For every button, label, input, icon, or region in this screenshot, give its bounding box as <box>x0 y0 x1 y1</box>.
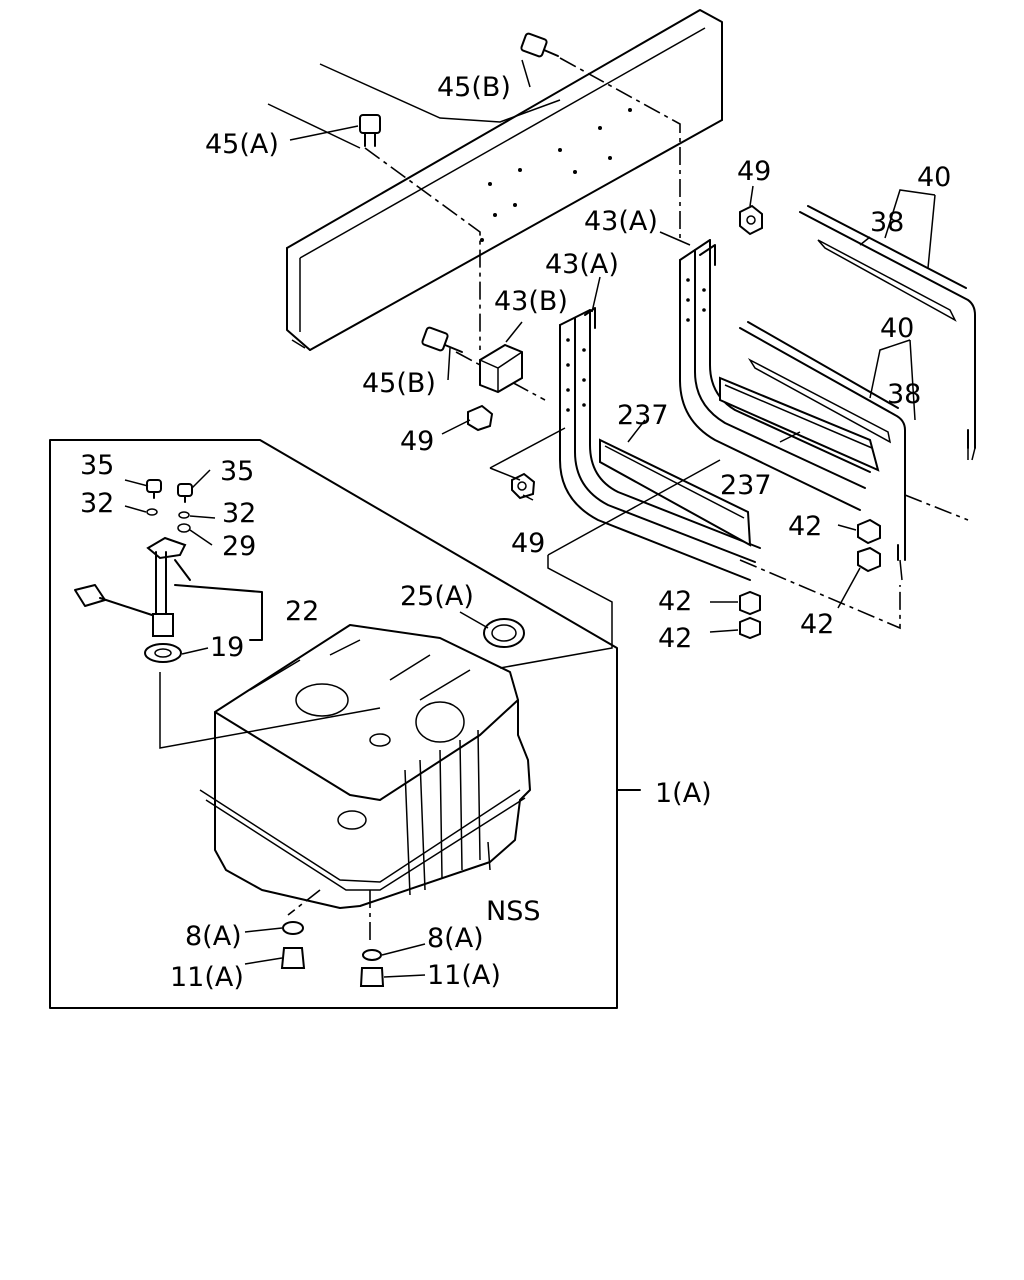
bracket-43a-front <box>559 307 761 581</box>
tank-assembly-box <box>49 439 641 1009</box>
label-8a-left: 8(A) <box>185 921 242 952</box>
label-45b-top: 45(B) <box>437 72 511 103</box>
bolt-45b-mid <box>421 326 463 353</box>
leader-lines <box>124 59 936 978</box>
nut-49-low <box>511 472 536 500</box>
label-43a-1: 43(A) <box>584 206 658 237</box>
spacer-237-rear <box>719 376 880 472</box>
bracket-43b <box>479 343 523 394</box>
label-45b-mid: 45(B) <box>362 368 436 399</box>
frame-rail <box>267 9 723 351</box>
strap-40-rear <box>799 205 976 461</box>
label-32-1: 32 <box>80 488 114 519</box>
label-45a: 45(A) <box>205 129 279 160</box>
nut-42-d <box>857 546 881 573</box>
spacer-237-front <box>599 438 752 547</box>
nut-49-mid <box>467 404 494 432</box>
label-nss: NSS <box>486 896 540 927</box>
label-40-mid: 40 <box>880 313 914 344</box>
label-1a: 1(A) <box>655 778 712 809</box>
drain-washer-8a-left <box>282 921 304 935</box>
filler-cap-25a <box>483 618 525 648</box>
label-43b: 43(B) <box>494 286 568 317</box>
nut-42-a <box>857 518 881 545</box>
label-19: 19 <box>210 632 244 663</box>
label-32-2: 32 <box>222 498 256 529</box>
drain-plug-11a-left <box>280 947 306 969</box>
label-42-2: 42 <box>658 586 692 617</box>
bolt-45a <box>359 114 381 147</box>
drain-washer-8a-right <box>362 949 382 961</box>
label-29: 29 <box>222 531 256 562</box>
label-25a: 25(A) <box>400 581 474 612</box>
label-49-low: 49 <box>511 528 545 559</box>
label-43a-2: 43(A) <box>545 249 619 280</box>
label-237-2: 237 <box>720 470 772 501</box>
label-38-top: 38 <box>870 207 904 238</box>
label-11a-left: 11(A) <box>170 962 244 993</box>
nut-42-b <box>739 590 761 616</box>
nut-42-c <box>739 616 761 640</box>
drain-plug-11a-right <box>359 967 385 987</box>
label-42-4: 42 <box>800 609 834 640</box>
label-8a-right: 8(A) <box>427 923 484 954</box>
bracket-43a-rear <box>679 239 871 511</box>
fuel-sender-unit <box>74 479 381 749</box>
strap-40-front <box>739 321 906 581</box>
dash-lines <box>287 57 969 940</box>
label-35-1: 35 <box>80 450 114 481</box>
label-49-mid: 49 <box>400 426 434 457</box>
label-42-1: 42 <box>788 511 822 542</box>
label-237-1: 237 <box>617 400 669 431</box>
label-38-mid: 38 <box>887 379 921 410</box>
label-40-top: 40 <box>917 162 951 193</box>
label-11a-right: 11(A) <box>427 960 501 991</box>
label-35-2: 35 <box>220 456 254 487</box>
bolt-45b-top <box>520 32 559 58</box>
fuel-tank <box>199 624 531 909</box>
callout-labels: 45(B) 45(A) 49 40 38 43(A) 43(A) 43(B) 4… <box>80 72 951 993</box>
nut-49-top <box>739 204 763 236</box>
label-22: 22 <box>285 596 319 627</box>
label-42-3: 42 <box>658 623 692 654</box>
label-49-top: 49 <box>737 156 771 187</box>
